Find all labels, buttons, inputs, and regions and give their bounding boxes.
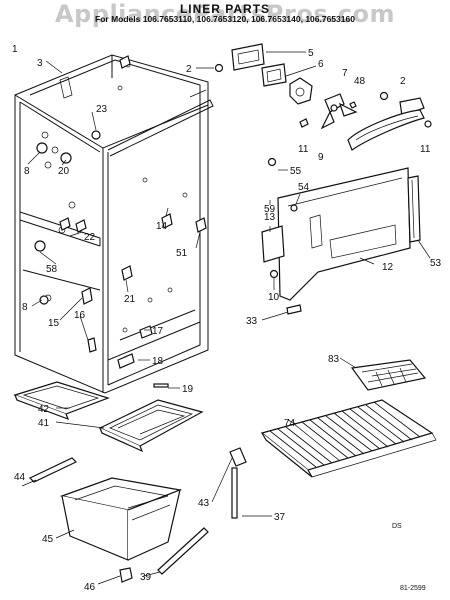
callout: 44 — [14, 472, 26, 483]
drawing-number: 81-2599 — [400, 585, 426, 592]
callout: 74 — [284, 418, 296, 429]
callout: 3 — [37, 58, 43, 69]
callout: 13 — [264, 212, 276, 223]
cabinet-liner — [14, 54, 214, 394]
callout: 8 — [22, 302, 28, 313]
callout: 20 — [58, 166, 70, 177]
callout: 59 — [264, 204, 276, 215]
callout: 54 — [298, 182, 310, 193]
callout: 5 — [308, 48, 314, 59]
callout: 17 — [152, 326, 164, 337]
page-title: LINER PARTS — [179, 2, 271, 16]
callout: 23 — [96, 104, 108, 115]
callout: 12 — [382, 262, 394, 273]
callout: 18 — [152, 356, 164, 367]
callout: 39 — [140, 572, 152, 583]
callout: 19 — [182, 384, 194, 395]
upper-right-parts — [214, 43, 432, 167]
watermark: AppliancePartsPros.com — [55, 0, 395, 28]
callout: 11 — [298, 144, 309, 155]
callout: 14 — [156, 221, 168, 232]
callout: 41 — [38, 418, 50, 429]
callout: 15 — [48, 318, 60, 329]
leader-lines — [21, 51, 431, 585]
evaporator-cover — [261, 167, 421, 315]
wire-shelf — [260, 399, 437, 478]
callout: 51 — [176, 248, 188, 259]
crisper-cover — [98, 399, 204, 453]
callout: 37 — [274, 512, 286, 523]
callout: 43 — [198, 498, 210, 509]
callout: 48 — [354, 76, 366, 87]
callout: 83 — [328, 354, 340, 365]
callout: 9 — [318, 152, 324, 163]
callout: 58 — [46, 264, 58, 275]
liner-small-parts — [34, 55, 207, 388]
callout: 33 — [246, 316, 258, 327]
callout: 11 — [420, 144, 431, 155]
ice-tray — [350, 359, 427, 391]
crisper-drawer — [59, 477, 183, 561]
callout: 16 — [74, 310, 86, 321]
callout: 53 — [430, 258, 442, 269]
callout-labels: 1 2 3 5 6 7 48 2 11 11 9 23 20 8 55 54 5… — [12, 44, 442, 593]
drawing-code: DS — [392, 523, 402, 530]
callout: 10 — [268, 292, 280, 303]
callout: 6 — [318, 59, 324, 70]
callout: 8 — [24, 166, 30, 177]
model-list: For Models 106.7653110, 106.7653120, 106… — [95, 14, 355, 24]
callout: 42 — [38, 404, 50, 415]
callout: 21 — [124, 294, 136, 305]
callout: 22 — [84, 232, 96, 243]
callout: 45 — [42, 534, 54, 545]
crisper-glass — [13, 381, 110, 421]
callout: 2 — [186, 64, 192, 75]
callout: 55 — [290, 166, 302, 177]
callout: 2 — [400, 76, 406, 87]
callout: 7 — [342, 68, 348, 79]
drawer-slides — [28, 447, 247, 583]
callout: 1 — [12, 44, 18, 55]
callout: 46 — [84, 582, 96, 593]
